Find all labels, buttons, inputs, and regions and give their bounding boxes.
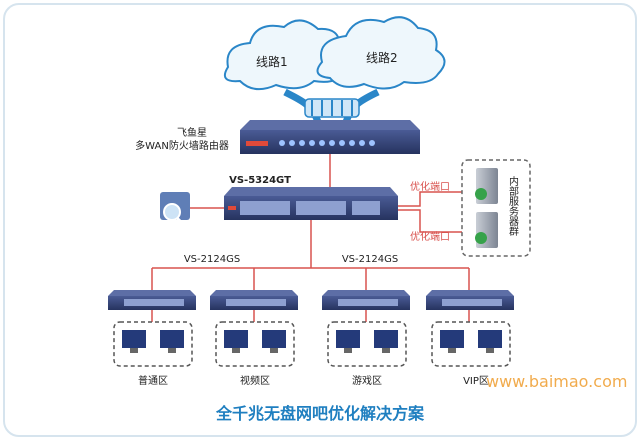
access-switch-label-1: VS-2124GS — [184, 254, 240, 265]
cloud-line-2 — [316, 16, 446, 90]
zone-box-3 — [327, 321, 407, 367]
optimize-port-label-2: 优化端口 — [410, 230, 450, 243]
zone-box-1 — [113, 321, 193, 367]
core-switch-label: VS-5324GT — [229, 175, 291, 186]
optimize-port-label-1: 优化端口 — [410, 180, 450, 193]
zone-box-2 — [215, 321, 295, 367]
router-device — [240, 120, 420, 154]
management-pc-icon — [160, 192, 190, 226]
access-switch-3 — [322, 290, 410, 310]
access-switch-1 — [108, 290, 196, 310]
cloud-label-2: 线路2 — [366, 50, 398, 65]
access-switch-4 — [426, 290, 514, 310]
diagram-title: 全千兆无盘网吧优化解决方案 — [215, 404, 425, 423]
distribution-links — [151, 220, 470, 292]
access-switch-2 — [210, 290, 298, 310]
watermark-text: www.baimao.com — [486, 372, 627, 391]
zone-label-1: 普通区 — [138, 374, 168, 387]
access-switch-label-2: VS-2124GS — [342, 254, 398, 265]
zone-label-4: VIP区 — [463, 375, 489, 387]
zone-box-4 — [431, 321, 511, 367]
core-switch-device — [224, 187, 398, 220]
cloud-label-1: 线路1 — [256, 54, 288, 69]
wan-uplinks — [283, 88, 380, 124]
zone-label-3: 游戏区 — [352, 374, 382, 387]
server-links — [398, 191, 470, 233]
router-brand-label: 飞鱼星 — [177, 126, 207, 139]
server-group-box — [461, 159, 531, 257]
switch-zone-links — [151, 310, 470, 322]
router-model-label: 多WAN防火墙路由器 — [135, 139, 229, 152]
zone-label-2: 视频区 — [240, 374, 270, 387]
server-group-label: 内部服务器群 — [507, 175, 519, 237]
